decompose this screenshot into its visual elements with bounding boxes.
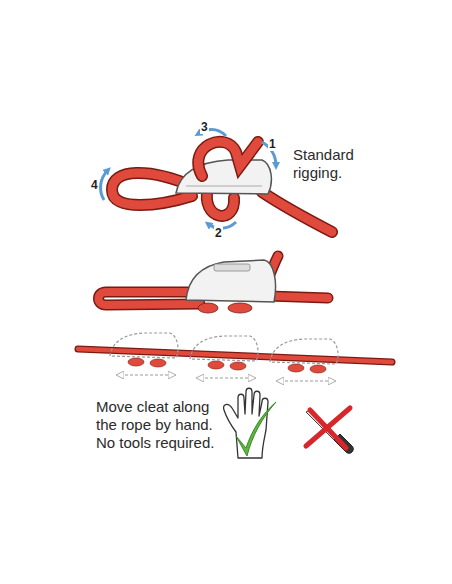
rope-bottom [78, 349, 392, 362]
callout-number: 3 [200, 120, 209, 134]
cleat-body [186, 260, 276, 302]
rigging-arrows [101, 130, 276, 229]
cross-mark [306, 408, 350, 448]
cleat-jaws [128, 358, 326, 373]
check-mark [236, 402, 276, 456]
callout-number: 1 [268, 137, 277, 151]
screwdriver-icon [306, 410, 353, 453]
move-arrows [120, 375, 332, 381]
cleat-outlines [110, 333, 338, 364]
cleat-body [176, 160, 271, 194]
rope-middle [99, 256, 329, 305]
rope-top-over [198, 142, 258, 176]
instruction-note: Move cleat along the rope by hand. No to… [96, 398, 230, 452]
caption-note: Standard rigging. [293, 146, 377, 182]
callout-number: 2 [214, 226, 223, 240]
callout-number: 4 [90, 178, 99, 192]
cleat-jaws [198, 303, 252, 313]
